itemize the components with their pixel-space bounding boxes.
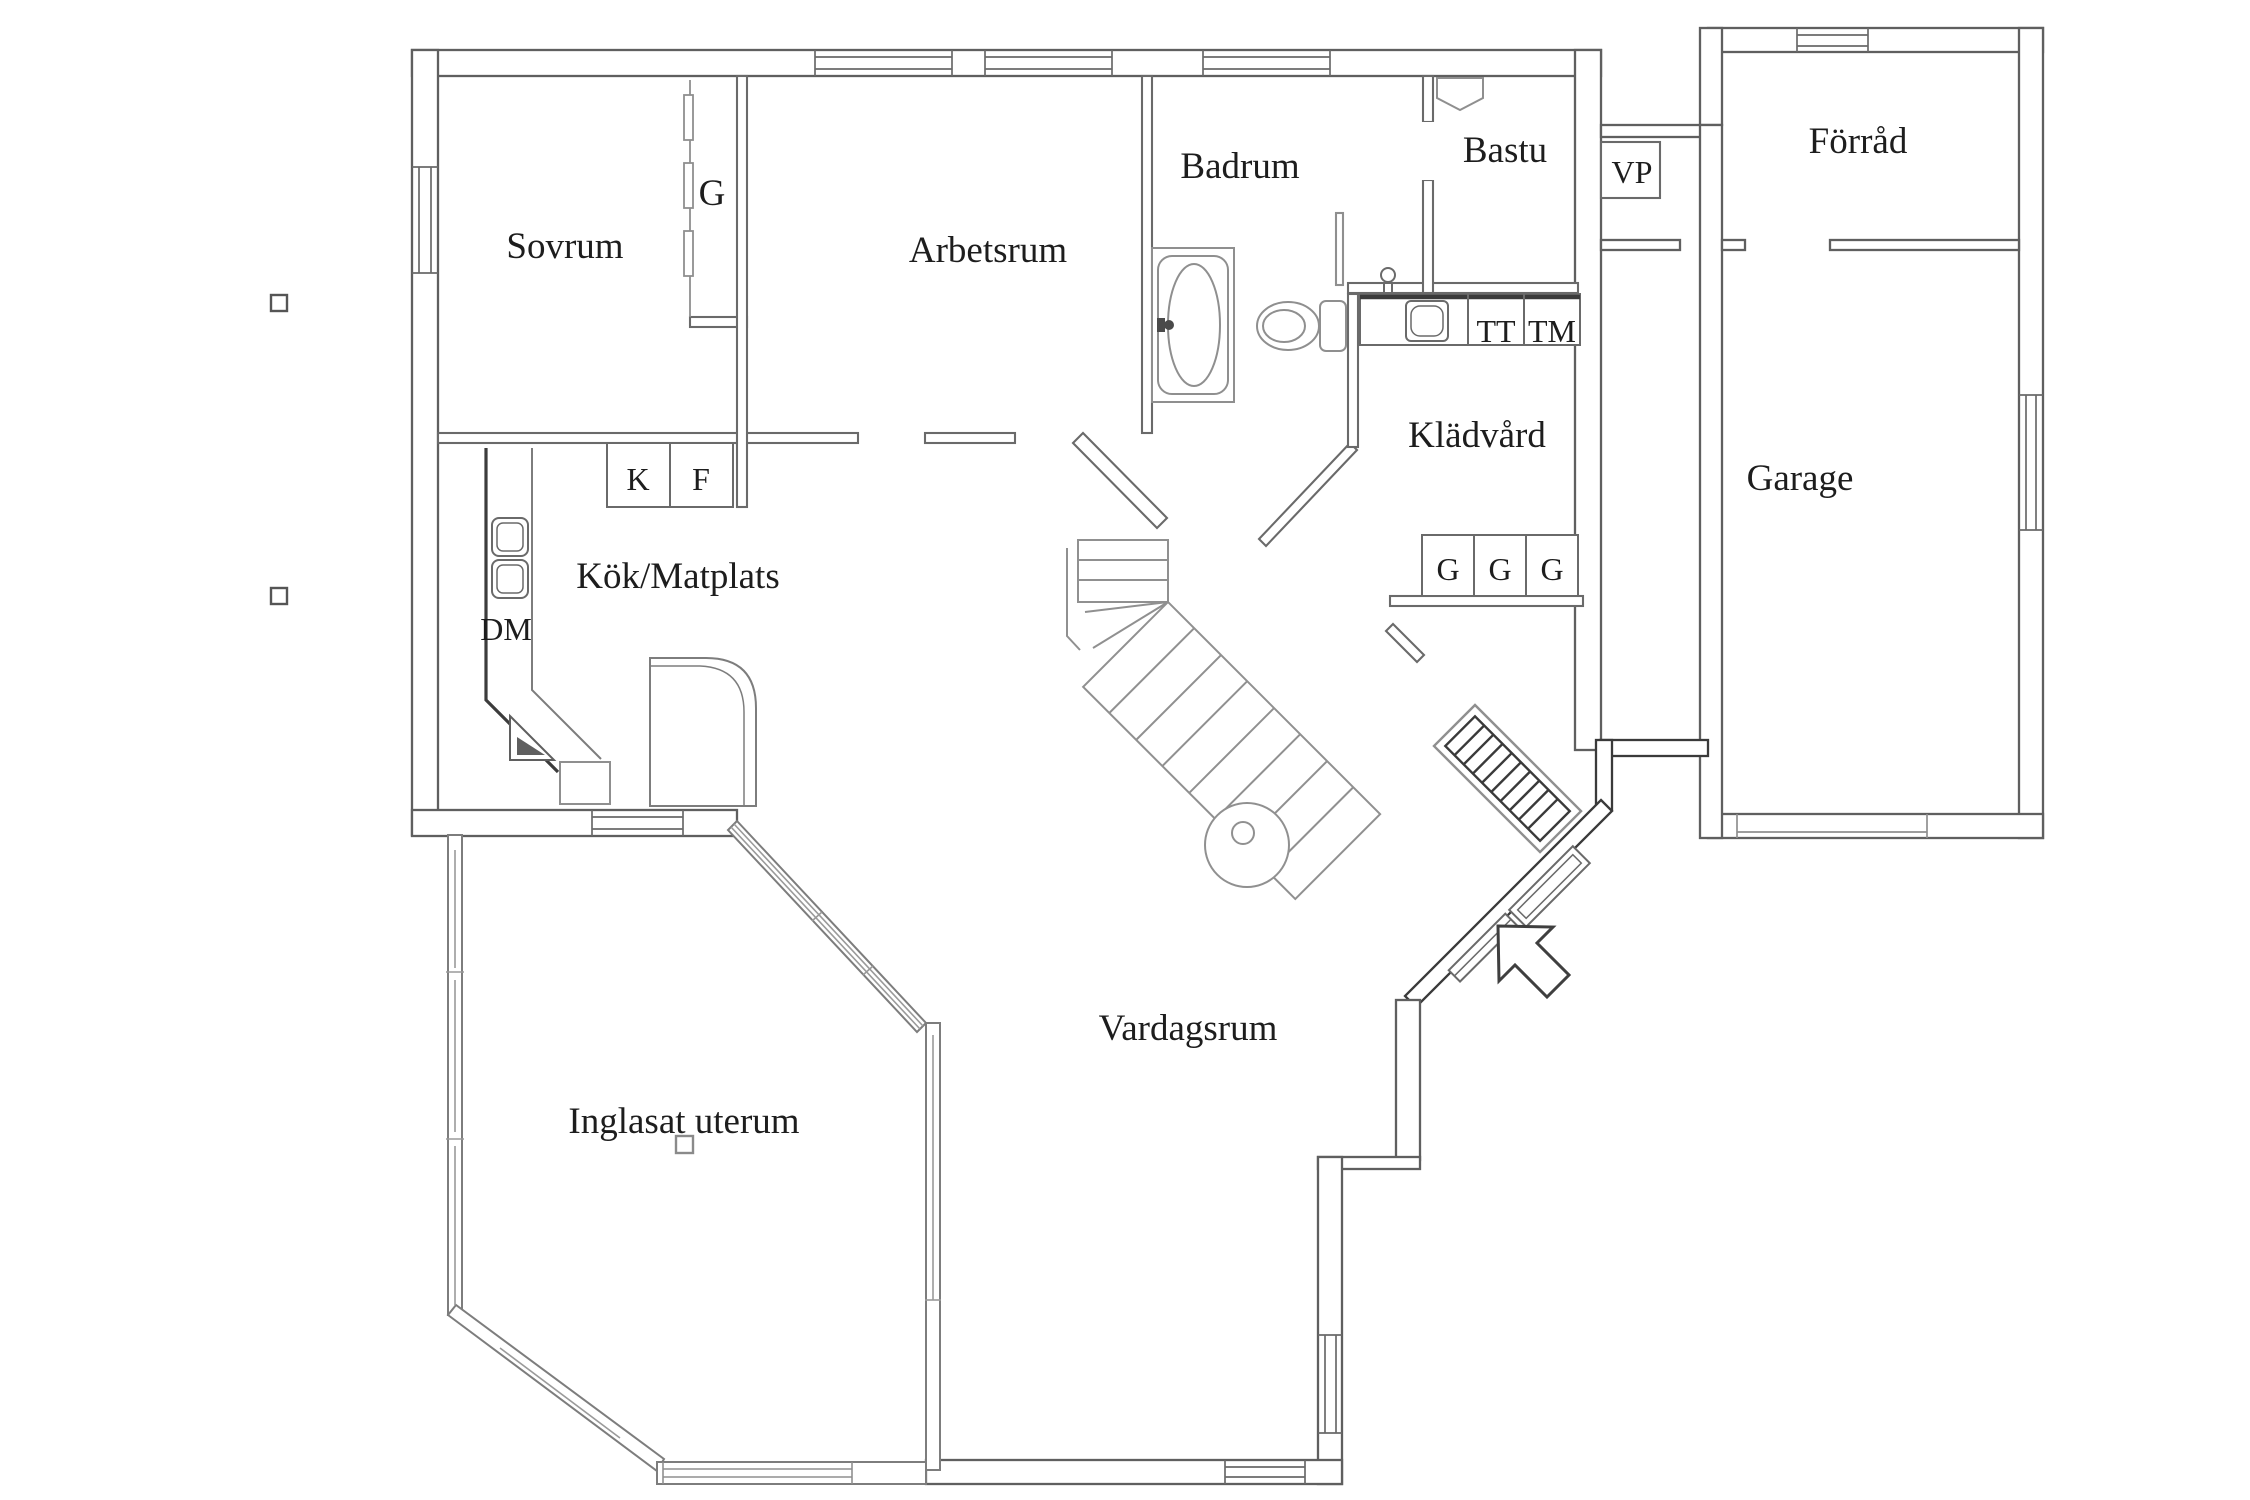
label-fridge: K [626, 461, 649, 497]
room-label-vardagsrum: Vardagsrum [1099, 1008, 1278, 1049]
vent-markers [269, 293, 289, 606]
kitchen-sink-icon [491, 517, 529, 599]
window-living-south [1224, 1460, 1306, 1484]
openings [412, 28, 2043, 1484]
window-garage-east [2019, 394, 2043, 531]
window-top-1 [814, 50, 953, 76]
label-dishwasher: DM [480, 611, 532, 647]
label-wardrobe-1: G [1436, 551, 1459, 587]
door-bastu [1421, 122, 1435, 180]
entry-steps [1432, 703, 1583, 854]
room-label-vp: VP [1612, 154, 1653, 190]
window-bedroom-west [412, 166, 438, 274]
kitchen-cabinet-end [559, 761, 611, 805]
window-kitchen-south [591, 810, 684, 836]
sunroom-window-mullions [446, 823, 941, 1439]
label-wardrobe-2: G [1488, 551, 1511, 587]
room-label-kladvard: Klädvård [1408, 415, 1546, 456]
room-label-closet-g: G [699, 173, 726, 214]
fridge-freezer-cabinets [606, 442, 734, 508]
label-wardrobe-3: G [1540, 551, 1563, 587]
window-top-2 [984, 50, 1113, 76]
room-label-uterum: Inglasat uterum [568, 1101, 799, 1142]
label-washer: TM [1528, 313, 1576, 349]
vp-closet [1599, 140, 1662, 200]
stair-newel [1204, 802, 1290, 888]
window-sunroom-south [662, 1462, 853, 1484]
room-label-badrum: Badrum [1180, 146, 1299, 187]
post-marker [674, 1134, 695, 1155]
label-dryer: TT [1476, 313, 1516, 349]
faucet-icon [1380, 267, 1396, 294]
room-label-arbetsrum: Arbetsrum [909, 230, 1067, 271]
toilet-icon [1256, 300, 1347, 352]
window-living-east [1318, 1334, 1342, 1434]
kitchen-island [649, 657, 757, 807]
stairs [1066, 539, 1382, 901]
room-label-bastu: Bastu [1463, 130, 1547, 171]
sauna-heater-icon [1436, 77, 1484, 112]
window-top-3 [1202, 50, 1331, 76]
garage-door-opening [1736, 814, 1928, 838]
kitchen-counter [484, 448, 602, 774]
entry-arrow-icon [1496, 924, 1572, 1000]
room-label-forrad: Förråd [1809, 121, 1908, 162]
wardrobe-cabinets [1421, 534, 1579, 597]
room-label-kok: Kök/Matplats [576, 556, 779, 597]
bathtub-icon [1151, 247, 1235, 403]
room-label-garage: Garage [1747, 458, 1854, 499]
laundry-counter [1359, 267, 1581, 346]
closet-doors [683, 80, 694, 317]
door-forrad [1796, 28, 1869, 52]
laundry-sink-icon [1405, 300, 1449, 342]
label-freezer: F [692, 461, 710, 497]
room-label-sovrum: Sovrum [506, 226, 623, 267]
stove-icon [509, 713, 557, 761]
